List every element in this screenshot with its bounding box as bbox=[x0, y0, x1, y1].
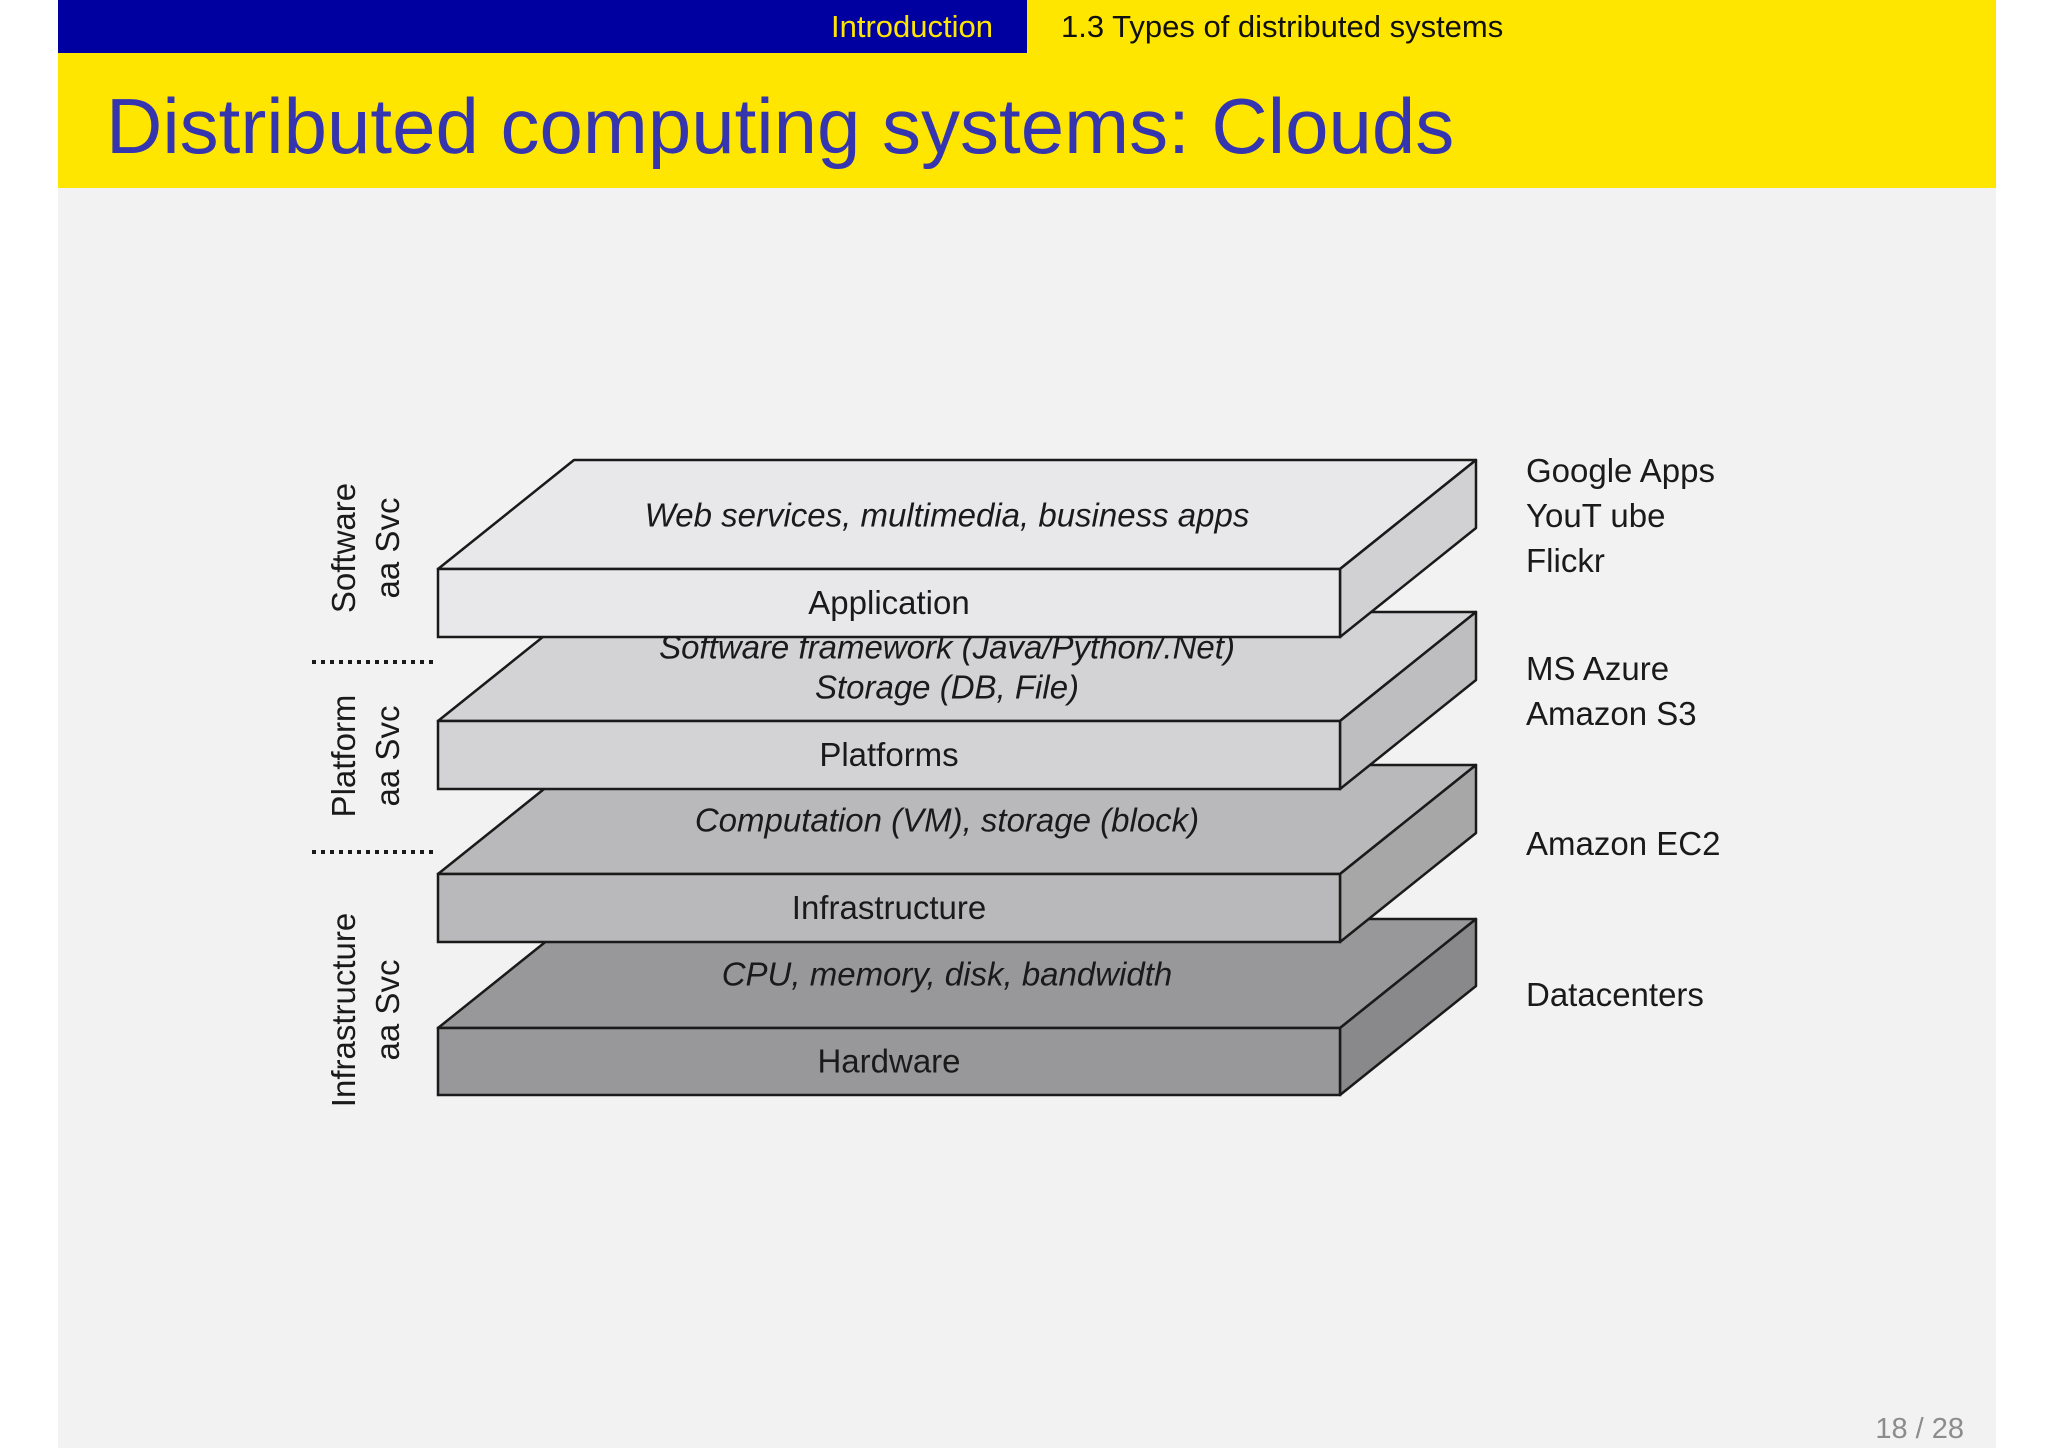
example-label: Amazon S3 bbox=[1526, 695, 1697, 732]
service-group-label: aa Svc bbox=[369, 960, 406, 1061]
header-section[interactable]: Introduction bbox=[58, 0, 1027, 53]
layer-front-platforms bbox=[436, 719, 1342, 791]
header-subsection[interactable]: 1.3 Types of distributed systems bbox=[1027, 0, 1996, 53]
layer-description-hardware: CPU, memory, disk, bandwidth bbox=[722, 956, 1173, 993]
layer-label-application: Application bbox=[808, 584, 969, 621]
service-group-label: Platform bbox=[325, 695, 362, 818]
example-label: Google Apps bbox=[1526, 452, 1715, 489]
slide-title: Distributed computing systems: Clouds bbox=[106, 82, 1455, 170]
header-bar: Introduction 1.3 Types of distributed sy… bbox=[58, 0, 1996, 53]
layer-front-hardware bbox=[436, 1026, 1342, 1097]
layer-description-application: Web services, multimedia, business apps bbox=[645, 497, 1250, 534]
title-bar: Distributed computing systems: Clouds bbox=[58, 53, 1996, 188]
layer-front-application bbox=[436, 567, 1342, 639]
layer-description-infrastructure: Computation (VM), storage (block) bbox=[695, 802, 1199, 839]
example-label: Flickr bbox=[1526, 542, 1605, 579]
layer-description-platforms: Storage (DB, File) bbox=[815, 669, 1079, 706]
layer-label-platforms: Platforms bbox=[819, 736, 958, 773]
example-label: YouT ube bbox=[1526, 497, 1665, 534]
service-group-label: aa Svc bbox=[369, 706, 406, 807]
layer-front-infrastructure bbox=[436, 872, 1342, 944]
service-group-label: aa Svc bbox=[369, 498, 406, 599]
page-number: 18 / 28 bbox=[1875, 1413, 1964, 1445]
slide: Introduction 1.3 Types of distributed sy… bbox=[58, 0, 1996, 1448]
example-label: Datacenters bbox=[1526, 976, 1704, 1013]
service-group-label: Infrastructure bbox=[325, 913, 362, 1107]
example-label: MS Azure bbox=[1526, 650, 1669, 687]
layer-label-infrastructure: Infrastructure bbox=[792, 889, 986, 926]
layer-label-hardware: Hardware bbox=[817, 1043, 960, 1080]
service-group-label: Software bbox=[325, 483, 362, 613]
example-label: Amazon EC2 bbox=[1526, 825, 1720, 862]
